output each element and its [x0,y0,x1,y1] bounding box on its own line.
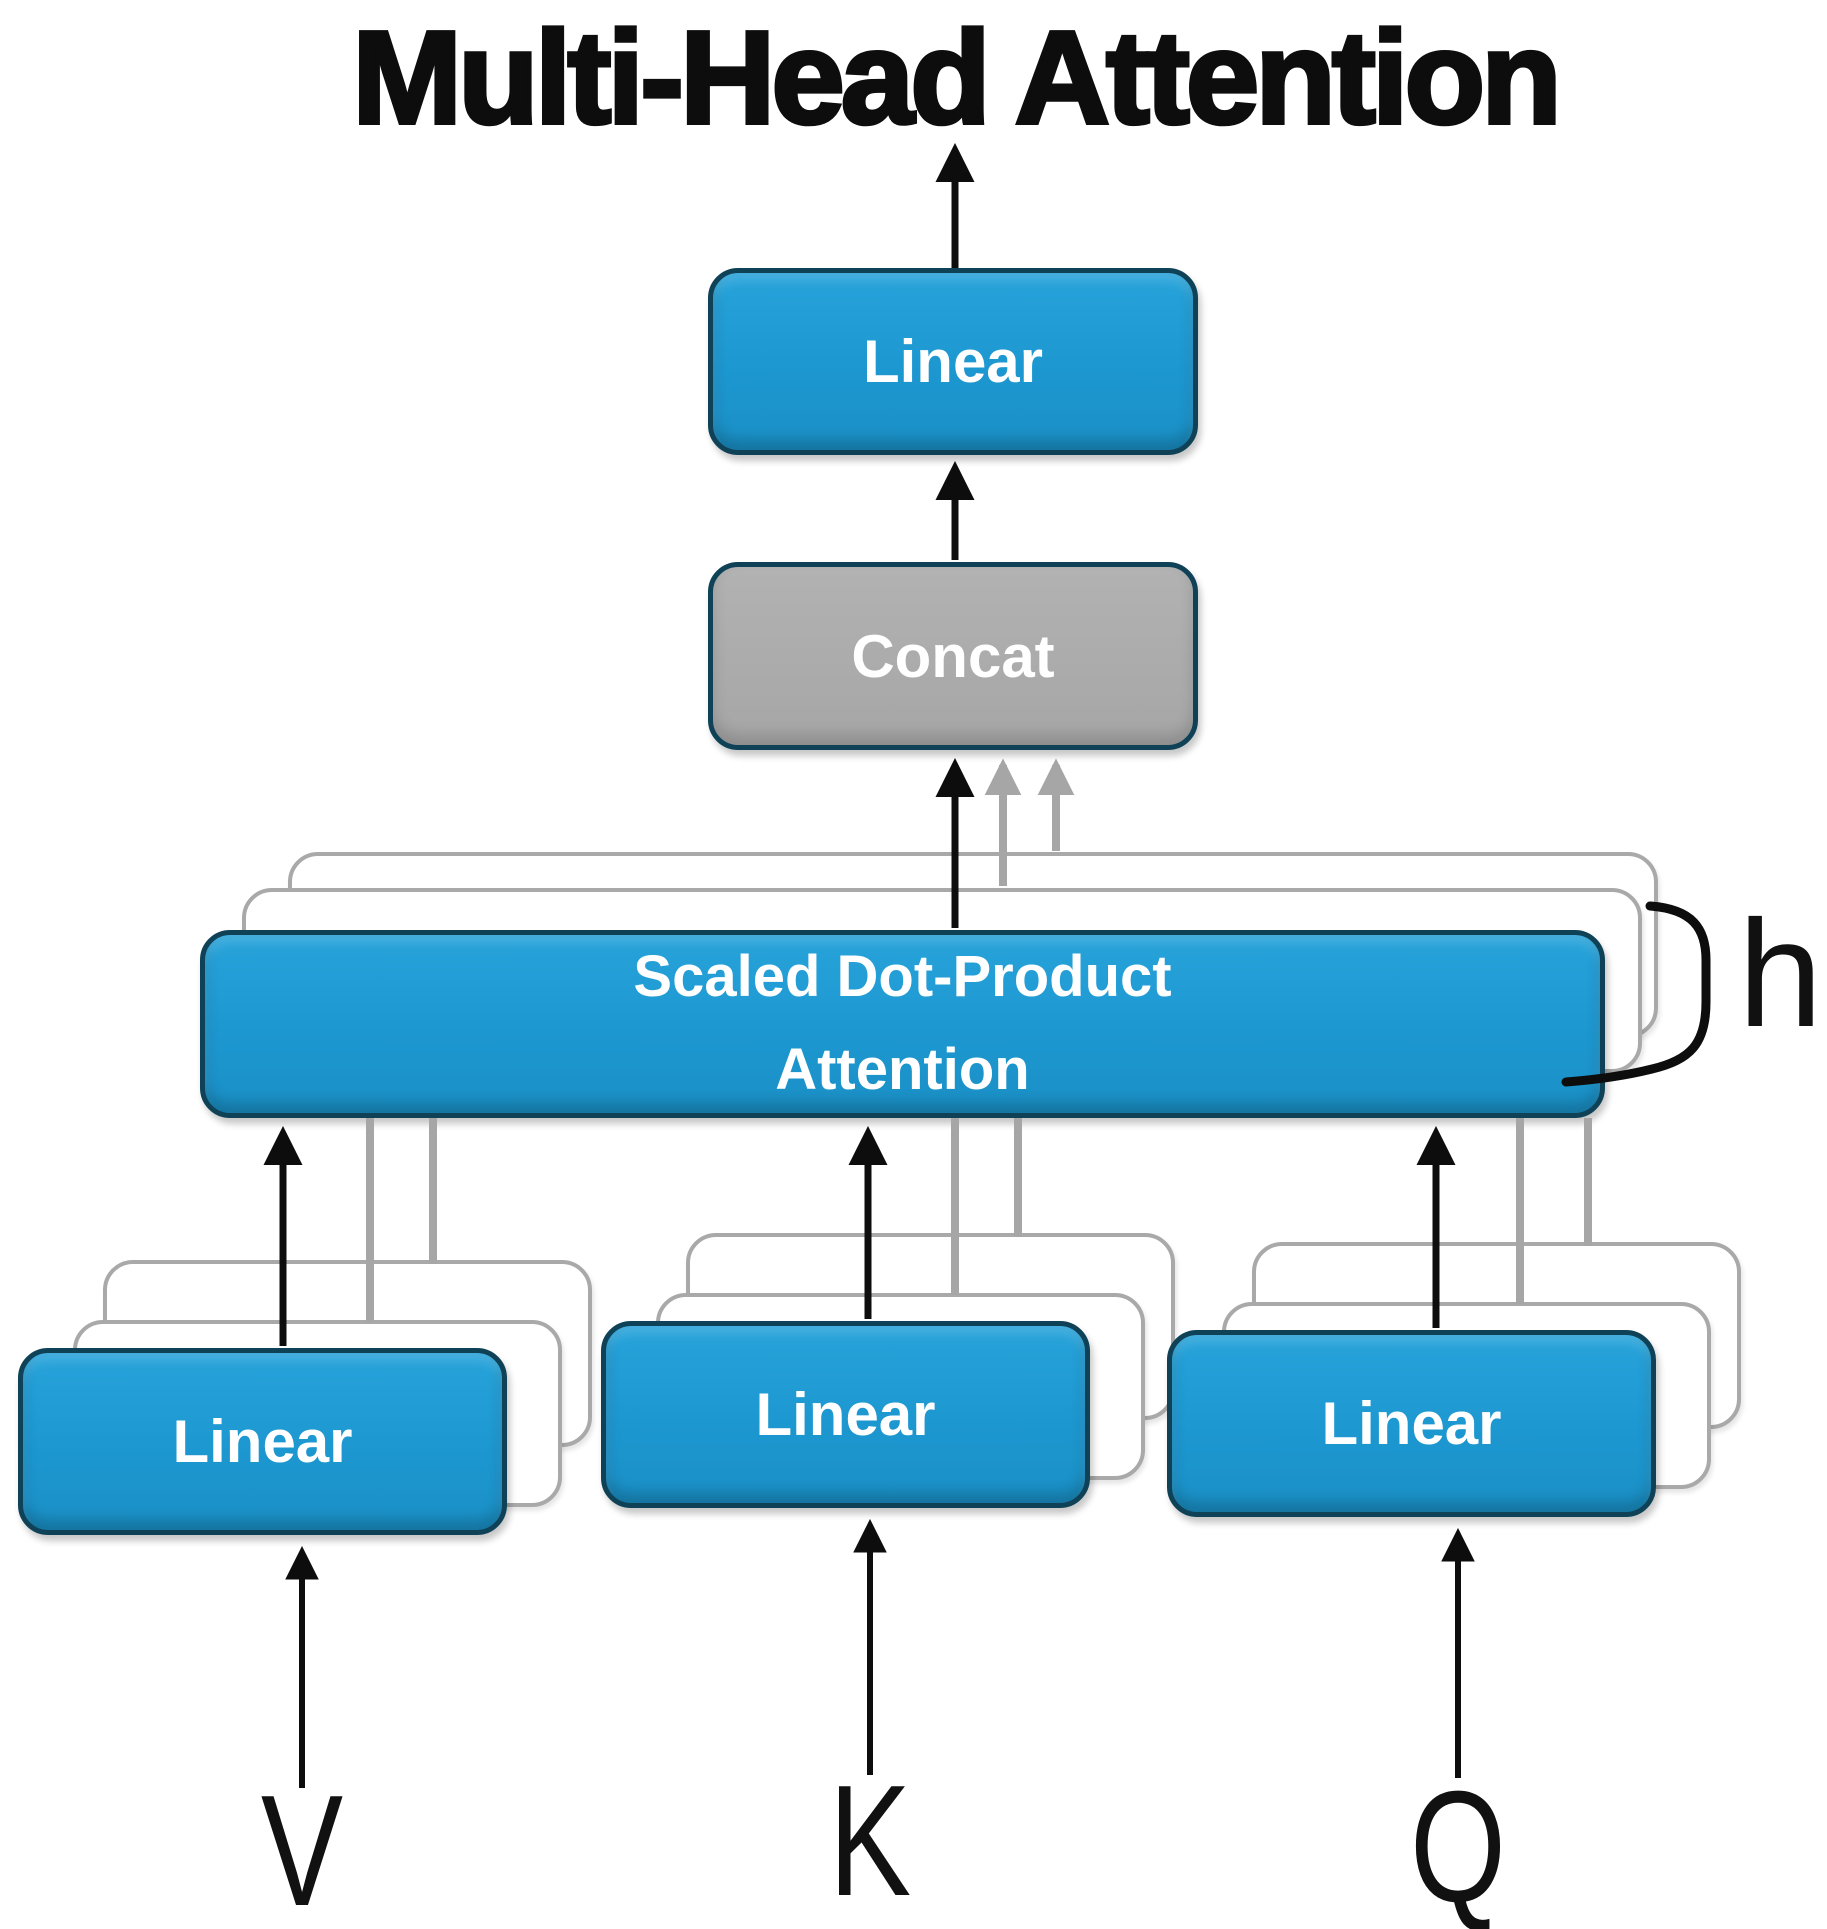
k-linear-label: Linear [755,1381,936,1448]
concat-label: Concat [851,622,1055,690]
attention-label-line2: Attention [775,1037,1030,1102]
input-v-label: V [260,1763,344,1929]
v-linear-label: Linear [172,1408,353,1475]
k-linear-box: Linear [601,1321,1090,1508]
output-linear-label: Linear [862,328,1044,395]
attention-label-line1: Scaled Dot-Product [633,944,1172,1010]
heads-count-label: h [1738,889,1823,1059]
concat-box: Concat [708,562,1198,750]
diagram-title: Multi-Head Attention [350,2,1564,153]
q-linear-box: Linear [1167,1330,1656,1517]
v-linear-box: Linear [18,1348,507,1535]
scaled-dot-product-attention-box: Scaled Dot-Product Attention [200,930,1605,1118]
input-q-label: Q [1410,1759,1506,1929]
q-linear-label: Linear [1321,1390,1502,1457]
input-k-label: K [828,1753,912,1929]
output-linear-box: Linear [708,268,1198,455]
